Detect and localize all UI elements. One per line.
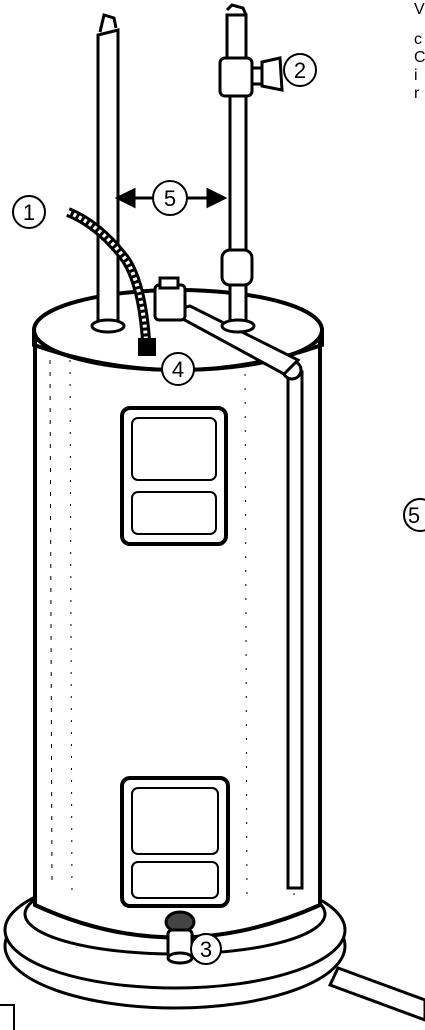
svg-text:i: i	[414, 67, 418, 84]
drain-pipe	[327, 966, 425, 1022]
drain-valve	[164, 910, 196, 965]
svg-text:r: r	[414, 85, 420, 102]
shutoff-valve-handle	[250, 56, 284, 92]
svg-text:C: C	[414, 49, 425, 66]
callout-3-label: 3	[200, 937, 212, 962]
garden-hose	[66, 207, 156, 356]
callout-2: 2	[283, 53, 317, 87]
svg-text:c: c	[414, 31, 422, 48]
callout-5-clearance: 5	[152, 180, 188, 216]
callout-1-label: 1	[23, 200, 35, 225]
callout-5-edge: 5	[403, 498, 425, 532]
callout-4: 4	[161, 352, 195, 386]
callout-4-label: 4	[172, 357, 184, 382]
callout-5-label: 5	[164, 186, 176, 211]
lower-access-panel	[120, 776, 230, 908]
svg-text:V: V	[414, 1, 425, 18]
upper-access-panel	[120, 406, 228, 546]
callout-2-label: 2	[294, 58, 306, 83]
cropped-side-text: V c C i r	[414, 1, 425, 102]
hot-water-outlet-pipe	[218, 3, 256, 334]
pressure-relief-discharge-pipe	[281, 359, 304, 890]
cold-water-inlet-pipe	[90, 13, 126, 334]
callout-1: 1	[12, 195, 46, 229]
corner-bracket	[0, 1004, 15, 1030]
callout-5-edge-label: 5	[408, 503, 420, 528]
relief-valve-arm	[153, 276, 301, 376]
callout-3: 3	[190, 933, 222, 965]
